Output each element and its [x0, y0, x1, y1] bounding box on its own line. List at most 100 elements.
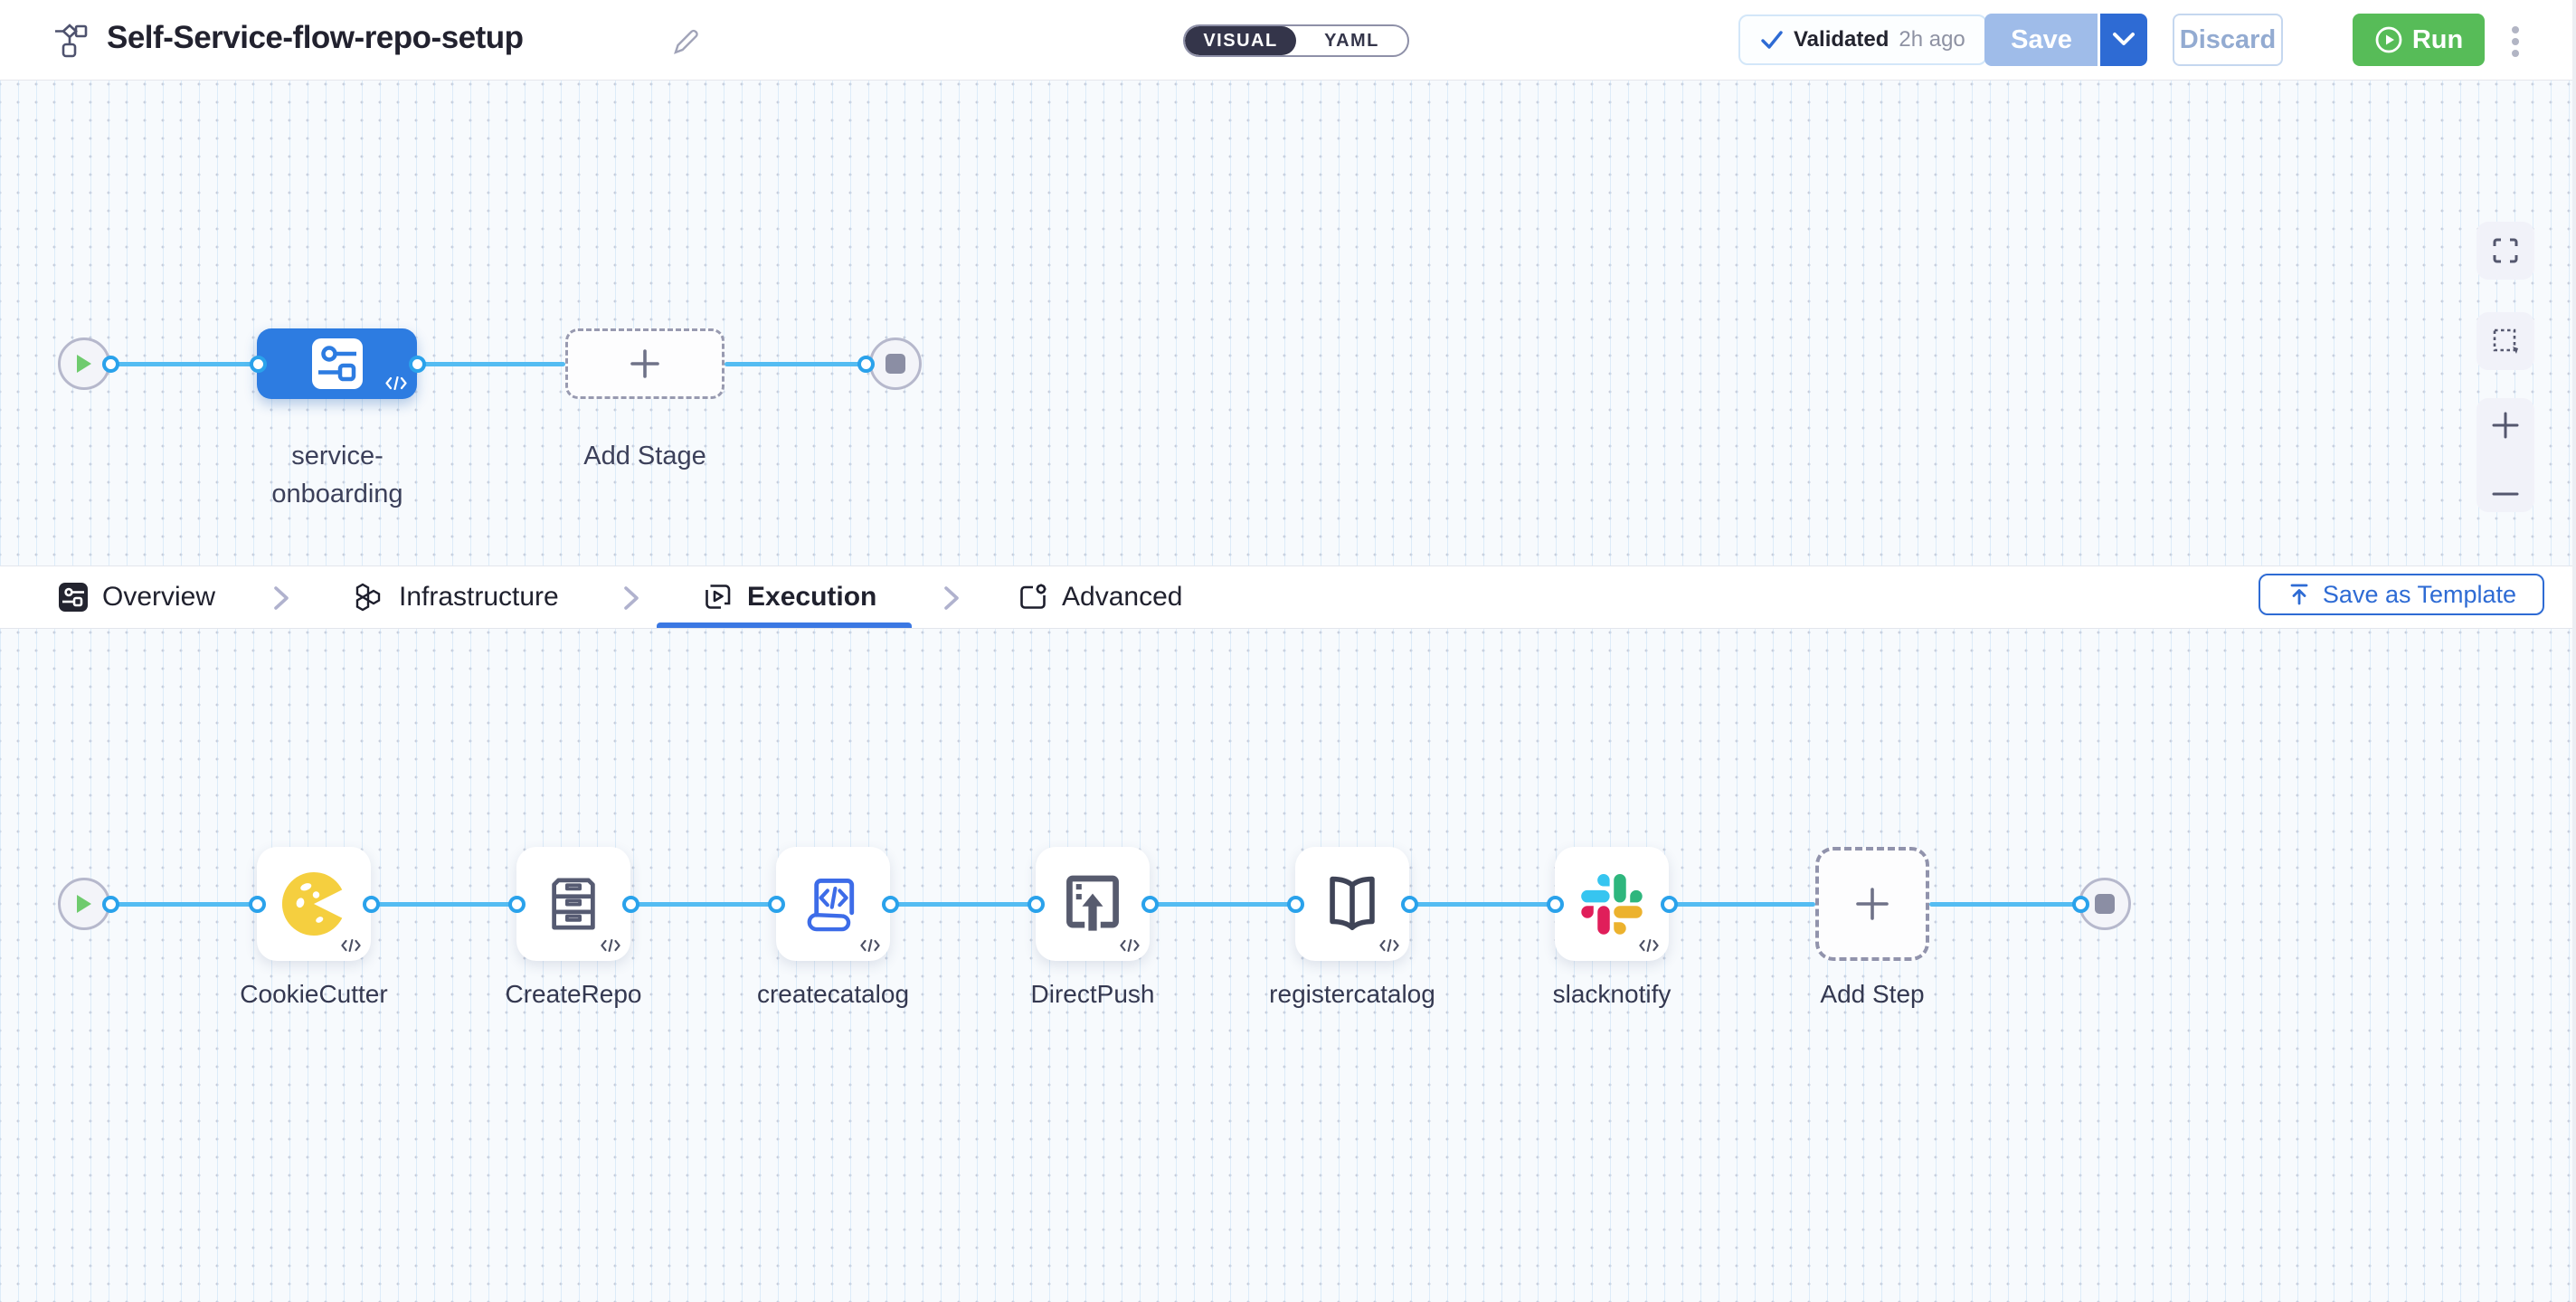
step-label: registercatalog — [1269, 980, 1435, 1008]
connector-port[interactable] — [249, 896, 266, 913]
step-label: CookieCutter — [240, 980, 388, 1008]
tab-execution[interactable]: Execution — [703, 566, 876, 628]
stop-square-icon — [886, 354, 905, 374]
run-label: Run — [2411, 24, 2464, 54]
code-document-icon — [807, 878, 855, 932]
execution-canvas[interactable]: CookieCutter CreateRepo createcatalog Di… — [0, 629, 2576, 1302]
connector-port[interactable] — [1141, 896, 1159, 913]
step-cookiecutter[interactable] — [257, 847, 371, 961]
step-createcatalog[interactable] — [776, 847, 890, 961]
open-book-icon — [1330, 876, 1375, 931]
connector-line — [110, 362, 258, 366]
fullscreen-icon — [2493, 238, 2518, 263]
add-step-label: Add Step — [1820, 980, 1925, 1008]
connector-port[interactable] — [1287, 896, 1304, 913]
run-play-icon — [2375, 26, 2402, 53]
tab-advanced-label: Advanced — [1062, 582, 1183, 612]
connector-port[interactable] — [508, 896, 526, 913]
connector-port[interactable] — [1547, 896, 1564, 913]
connector-line — [110, 902, 257, 907]
connector-port[interactable] — [102, 356, 119, 373]
stage-overview-icon — [59, 583, 88, 612]
check-icon — [1761, 31, 1783, 49]
kebab-menu-icon[interactable] — [2504, 20, 2527, 63]
run-button[interactable]: Run — [2353, 14, 2485, 66]
step-label: slacknotify — [1552, 980, 1672, 1008]
connector-line — [1150, 902, 1295, 907]
play-triangle-icon — [77, 355, 91, 373]
code-mark-icon — [1120, 938, 1140, 956]
connector-line — [630, 902, 776, 907]
hexagons-icon — [355, 583, 381, 612]
execution-start-node[interactable] — [58, 878, 110, 930]
pencil-icon — [674, 29, 698, 54]
toggle-yaml[interactable]: YAML — [1324, 30, 1379, 51]
connector-port[interactable] — [1028, 896, 1045, 913]
marquee-select-button[interactable] — [2477, 312, 2534, 370]
slack-icon — [1581, 873, 1643, 935]
validated-label: Validated — [1794, 27, 1889, 52]
header-bar: Self-Service-flow-repo-setup VISUAL YAML… — [0, 0, 2576, 81]
discard-button[interactable]: Discard — [2173, 14, 2283, 66]
scrollbar-track[interactable] — [2572, 0, 2576, 1302]
step-label: DirectPush — [1030, 980, 1155, 1008]
add-stage-button[interactable] — [565, 328, 724, 399]
connector-line — [417, 362, 565, 366]
save-button[interactable]: Save — [1984, 14, 2098, 66]
chevron-right-icon — [621, 584, 641, 616]
zoom-out-button[interactable] — [2491, 489, 2520, 499]
save-as-template-button[interactable]: Save as Template — [2259, 574, 2544, 615]
step-label: CreateRepo — [505, 980, 642, 1008]
edit-title-button[interactable] — [668, 24, 704, 60]
code-mark-icon — [1379, 938, 1399, 956]
connector-line — [1669, 902, 1815, 907]
stage-node-service-onboarding[interactable] — [257, 328, 417, 399]
connector-port[interactable] — [622, 896, 639, 913]
connector-port[interactable] — [363, 896, 380, 913]
connector-port[interactable] — [409, 356, 426, 373]
code-mark-icon — [1639, 938, 1659, 956]
fullscreen-button[interactable] — [2477, 222, 2534, 280]
tab-infrastructure[interactable]: Infrastructure — [353, 566, 559, 628]
step-registercatalog[interactable] — [1295, 847, 1409, 961]
zoom-in-button[interactable] — [2491, 411, 2520, 440]
zoom-controls — [2477, 398, 2534, 512]
drawer-cabinet-icon — [552, 878, 595, 930]
plus-icon — [1856, 888, 1889, 920]
gear-square-icon — [1020, 584, 1046, 609]
tab-infrastructure-label: Infrastructure — [399, 582, 559, 612]
code-mark-icon — [860, 938, 880, 956]
save-dropdown-button[interactable] — [2100, 14, 2147, 66]
connector-port[interactable] — [2072, 896, 2089, 913]
step-directpush[interactable] — [1036, 847, 1150, 961]
stop-square-icon — [2095, 894, 2115, 914]
add-step-button[interactable] — [1815, 847, 1929, 961]
connector-line — [371, 902, 516, 907]
validated-time: 2h ago — [1899, 27, 1965, 52]
step-createrepo[interactable] — [516, 847, 630, 961]
tab-overview-label: Overview — [102, 582, 216, 612]
chevron-down-icon — [2113, 33, 2135, 45]
tab-overview[interactable]: Overview — [58, 566, 215, 628]
tab-advanced[interactable]: Advanced — [1018, 566, 1182, 628]
code-mark-icon — [341, 938, 361, 956]
validated-badge[interactable]: Validated 2h ago — [1738, 14, 1987, 65]
code-mark-icon — [601, 938, 620, 956]
chevron-right-icon — [942, 584, 961, 616]
step-slacknotify[interactable] — [1555, 847, 1669, 961]
connector-port[interactable] — [102, 896, 119, 913]
play-square-icon — [706, 584, 731, 609]
connector-port[interactable] — [882, 896, 899, 913]
connector-port[interactable] — [250, 356, 267, 373]
toggle-visual[interactable]: VISUAL — [1185, 26, 1296, 55]
connector-port[interactable] — [1661, 896, 1678, 913]
connector-line — [890, 902, 1036, 907]
connector-port[interactable] — [1401, 896, 1418, 913]
cookiecutter-icon — [281, 872, 343, 936]
stage-canvas[interactable]: service- onboarding Add Stage — [0, 81, 2576, 565]
custom-stage-icon — [311, 338, 363, 389]
plus-icon — [630, 349, 659, 378]
connector-port[interactable] — [768, 896, 785, 913]
pipeline-end-node[interactable] — [869, 337, 922, 390]
connector-port[interactable] — [857, 356, 875, 373]
